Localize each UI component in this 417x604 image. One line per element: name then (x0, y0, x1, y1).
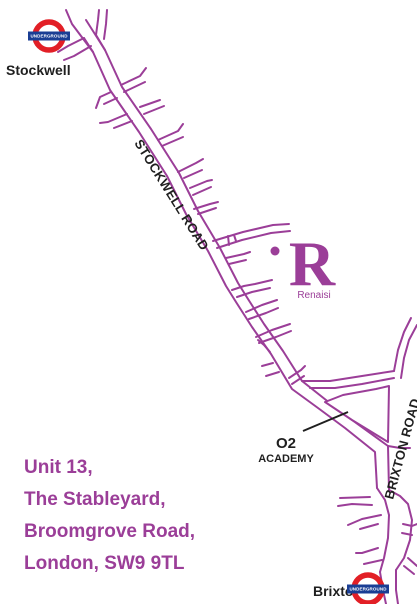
renaisi-logo: R Renaisi (270, 228, 336, 301)
side-streets (95, 67, 306, 385)
venue-name: O2 (276, 435, 296, 452)
venue-subtitle: ACADEMY (258, 453, 314, 465)
address-line: London, SW9 9TL (24, 553, 185, 574)
underground-roundel-icon: UNDERGROUND (28, 19, 70, 53)
brixton-road (301, 317, 417, 604)
logo-name: Renaisi (297, 290, 330, 301)
stockwell-road-label: STOCKWELL ROAD (131, 137, 212, 253)
logo-letter: R (289, 228, 336, 299)
roundel-text: UNDERGROUND (30, 34, 68, 39)
roundel-text: UNDERGROUND (349, 587, 387, 592)
brixton-station: Brixton UNDERGROUND (313, 572, 389, 604)
location-dot-icon (270, 246, 280, 256)
stockwell-station-label: Stockwell (6, 62, 71, 78)
o2-academy-pointer (302, 411, 349, 432)
stockwell-junction-roads (57, 9, 108, 61)
stockwell-station: UNDERGROUND Stockwell (6, 19, 71, 78)
address-line: The Stableyard, (24, 489, 166, 510)
address-line: Broomgrove Road, (24, 521, 196, 542)
address-block: Unit 13, The Stableyard, Broomgrove Road, L… (24, 452, 195, 580)
underground-roundel-icon: UNDERGROUND (347, 572, 389, 604)
address-line: Unit 13, (24, 457, 93, 478)
